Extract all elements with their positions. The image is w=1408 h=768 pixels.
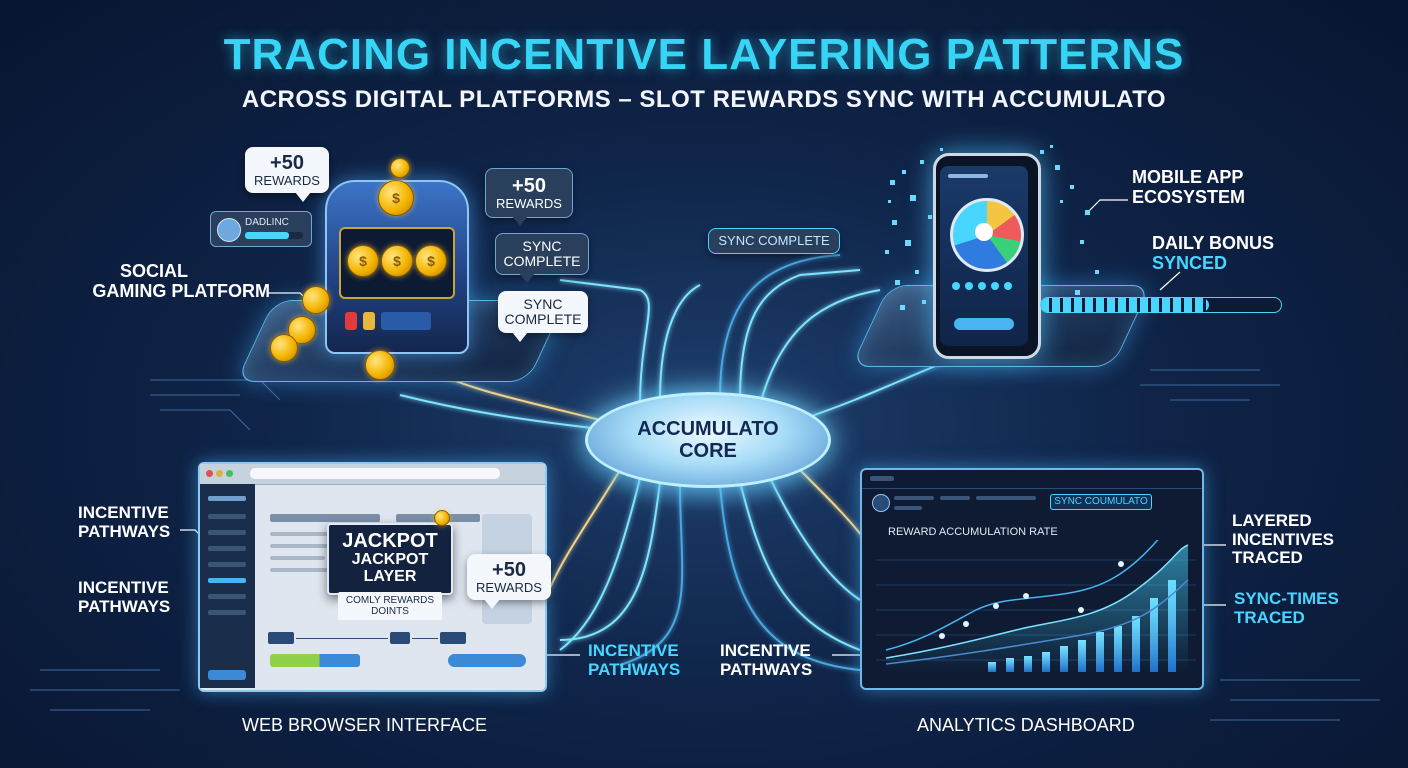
sync-complete-bubble: SYNC COMPLETE bbox=[495, 233, 589, 283]
progress-button-blue[interactable] bbox=[448, 654, 526, 667]
user-card-name: DADLINC bbox=[245, 217, 289, 228]
incentive-pathways-label: INCENTIVE PATHWAYS bbox=[720, 641, 813, 679]
reel-coin-icon: $ bbox=[381, 245, 413, 277]
dashboard-header bbox=[862, 470, 1202, 489]
rewards-bubble: +50 REWARDS bbox=[485, 168, 573, 226]
page-subtitle: ACROSS DIGITAL PLATFORMS – SLOT REWARDS … bbox=[241, 86, 1167, 113]
top-coin-icon: $ bbox=[378, 180, 414, 216]
reward-accumulation-chart bbox=[876, 540, 1196, 672]
core-label-line2: CORE bbox=[679, 440, 737, 462]
coin-icon bbox=[270, 334, 298, 362]
user-card[interactable]: DADLINC bbox=[210, 211, 312, 247]
sync-progress-bar bbox=[1040, 297, 1282, 313]
phone-screen bbox=[940, 166, 1028, 346]
dashboard-sync-badge: SYNC COUMULATO bbox=[1050, 494, 1152, 510]
incentive-pathways-label: INCENTIVE PATHWAYS bbox=[588, 641, 681, 679]
coin-icon bbox=[365, 350, 395, 380]
jackpot-layer-card[interactable]: JACKPOT JACKPOT LAYER bbox=[327, 523, 453, 595]
core-label-line1: ACCUMULATO bbox=[637, 418, 779, 440]
user-progress-bar bbox=[245, 232, 303, 239]
browser-sidebar bbox=[200, 484, 255, 688]
daily-bonus-label: DAILY BONUS SYNCED bbox=[1152, 233, 1275, 273]
sync-complete-bubble: SYNC COMPLETE bbox=[498, 291, 588, 342]
chart-title: REWARD ACCUMULATION RATE bbox=[888, 526, 1058, 538]
analytics-dashboard-label: ANALYTICS DASHBOARD bbox=[917, 715, 1135, 735]
reel-coin-icon: $ bbox=[415, 245, 447, 277]
incentive-pathways-label: INCENTIVE PATHWAYS bbox=[78, 503, 171, 541]
smartphone[interactable] bbox=[933, 153, 1041, 359]
incentive-pathways-label: INCENTIVE PATHWAYS bbox=[78, 578, 171, 616]
coin-icon bbox=[390, 158, 410, 178]
coin-icon bbox=[434, 510, 450, 526]
mobile-app-label: MOBILE APP ECOSYSTEM bbox=[1132, 167, 1246, 207]
user-avatar-icon bbox=[217, 218, 241, 242]
layered-incentives-label: LAYERED INCENTIVES TRACED bbox=[1232, 511, 1335, 568]
slot-reels: $ $ $ bbox=[339, 227, 455, 299]
address-bar[interactable] bbox=[250, 468, 500, 479]
sidebar-button[interactable] bbox=[208, 670, 246, 680]
reward-wheel bbox=[950, 198, 1024, 272]
data-particles bbox=[885, 145, 1099, 310]
social-platform-label: SOCIAL GAMING PLATFORM bbox=[92, 261, 270, 301]
rewards-bubble: +50 REWARDS bbox=[245, 147, 329, 202]
phone-dots bbox=[952, 282, 1020, 290]
slot-buttons[interactable] bbox=[345, 312, 445, 330]
phone-claim-button[interactable] bbox=[954, 318, 1014, 330]
dashboard-avatar-icon bbox=[872, 494, 890, 512]
web-browser-window[interactable] bbox=[198, 462, 547, 692]
progress-button-green[interactable] bbox=[270, 654, 360, 667]
mobile-sync-badge: SYNC COMPLETE bbox=[708, 228, 840, 254]
coin-icon bbox=[302, 286, 330, 314]
sync-times-label: SYNC-TIMES TRACED bbox=[1234, 589, 1339, 627]
browser-toolbar bbox=[200, 464, 545, 485]
analytics-dashboard-window[interactable]: SYNC COUMULATO REWARD ACCUMULATION RATE bbox=[860, 468, 1204, 690]
reel-coin-icon: $ bbox=[347, 245, 379, 277]
rewards-note: COMLY REWARDS DOINTS bbox=[338, 592, 442, 620]
web-browser-label: WEB BROWSER INTERFACE bbox=[242, 715, 488, 735]
accumulato-core[interactable]: ACCUMULATO CORE bbox=[585, 392, 831, 488]
rewards-bubble: +50 REWARDS bbox=[467, 554, 551, 609]
page-title: TRACING INCENTIVE LAYERING PATTERNS bbox=[223, 30, 1185, 79]
